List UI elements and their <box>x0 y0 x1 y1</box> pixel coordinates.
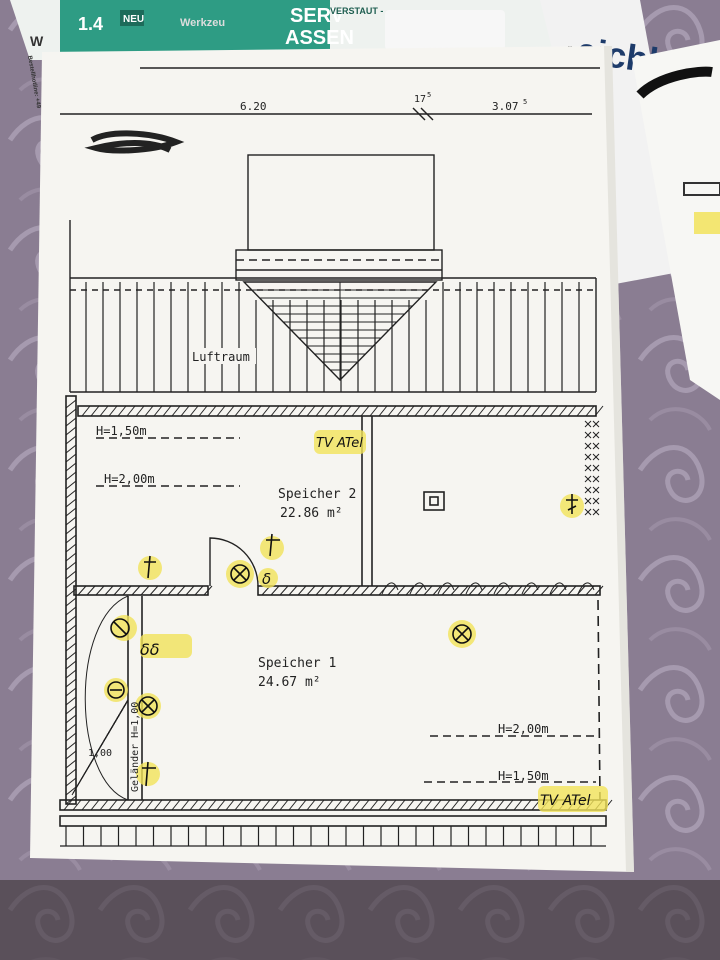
bottom-dimension-ticks <box>60 826 606 847</box>
dim-mid-sup: 5 <box>427 91 431 99</box>
stair-width: 1,00 <box>88 748 112 759</box>
room1-area: 24.67 m² <box>258 675 321 690</box>
table-edge-shadow <box>0 880 720 960</box>
magazine-badge: NEU <box>123 14 144 25</box>
dim-mid: 17 <box>414 94 426 105</box>
side-card <box>632 40 720 400</box>
annotation-dd: δδ <box>140 640 160 659</box>
stair-steps <box>251 282 429 380</box>
room2-name: Speicher 2 <box>278 487 356 502</box>
luftraum-label: Luftraum <box>192 350 250 364</box>
room1-name: Speicher 1 <box>258 656 336 671</box>
height-label-top-150: H=1,50m <box>96 424 147 438</box>
magazine-price: 1.4 <box>78 14 103 34</box>
annotation-delta: δ <box>262 570 271 588</box>
spiral-stair <box>71 595 129 801</box>
light-icon <box>230 564 250 584</box>
magazine-line2: ASSEN <box>285 27 354 49</box>
dim-right: 3.07 <box>492 100 519 113</box>
annotation-atel-top: TV ATel <box>316 436 363 451</box>
light-icon <box>452 624 472 644</box>
xx-marks <box>381 420 600 595</box>
dim-right-sup: 5 <box>523 98 527 106</box>
light-icon <box>110 618 130 638</box>
light-icon <box>138 696 158 716</box>
height-label-bottom-150: H=1,50m <box>498 769 549 783</box>
floor-plan <box>60 67 600 393</box>
magazine-line1: SERV <box>290 5 345 27</box>
railing-label: Geländer H=1,00 <box>130 702 141 792</box>
antenna-icon <box>266 533 280 557</box>
magazine-tool: Werkzeu <box>180 17 225 29</box>
outlet-symbols <box>107 494 578 787</box>
antenna-icon <box>566 494 578 514</box>
luftraum-slats <box>85 282 580 392</box>
dim-left: 6.20 <box>240 100 267 113</box>
antenna-icon <box>144 555 156 579</box>
magazine-side: W <box>30 33 44 49</box>
height-label-bottom-200: H=2,00m <box>498 722 549 736</box>
antenna-icon <box>142 761 156 787</box>
redaction-scribble <box>84 130 185 154</box>
paper-sheet <box>30 46 634 872</box>
light-icon <box>107 681 125 699</box>
magazine-left: NEU 1.4 SERV ASSEN VERSTAUT - Werkzeu W … <box>10 0 620 109</box>
height-label-top-200: H=2,00m <box>104 472 155 486</box>
magazine-header: VERSTAUT - <box>330 6 383 16</box>
room2-area: 22.86 m² <box>280 506 343 521</box>
annotation-atel-bottom: TV ATel <box>540 793 591 809</box>
